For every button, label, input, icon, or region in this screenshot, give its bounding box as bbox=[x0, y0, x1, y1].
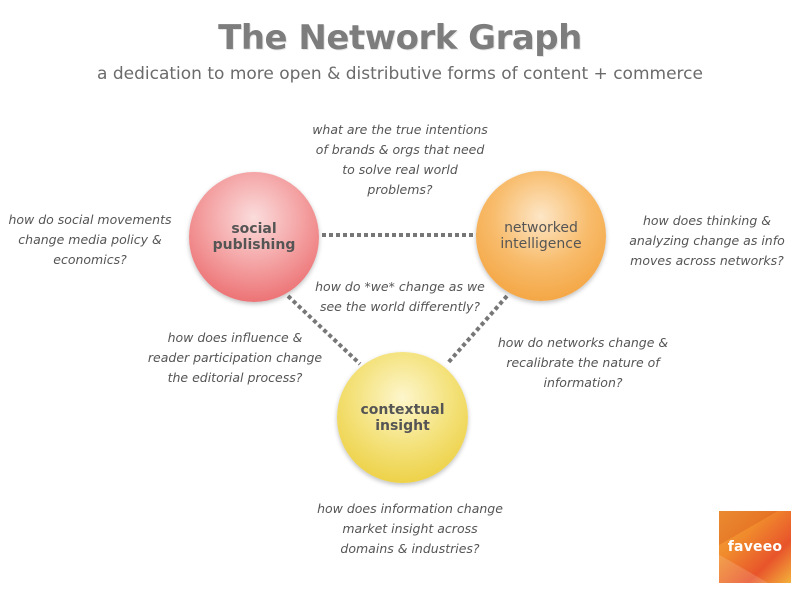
node-social-publishing: social publishing bbox=[189, 172, 319, 302]
question-lower-right: how do networks change & recalibrate the… bbox=[488, 333, 678, 393]
question-line: what are the true intentions bbox=[312, 122, 488, 137]
question-top: what are the true intentions of brands &… bbox=[300, 120, 500, 200]
question-line: how do networks change & bbox=[497, 335, 669, 350]
node-label-line2: intelligence bbox=[500, 236, 582, 252]
question-line: market insight across bbox=[342, 521, 478, 536]
question-line: of brands & orgs that need bbox=[315, 142, 485, 157]
question-line: analyzing change as info bbox=[629, 233, 785, 248]
node-label-line1: networked bbox=[504, 220, 578, 236]
question-line: the editorial process? bbox=[167, 370, 303, 385]
question-line: problems? bbox=[367, 182, 433, 197]
question-line: how does influence & bbox=[167, 330, 303, 345]
question-line: how do *we* change as we bbox=[315, 279, 485, 294]
question-line: see the world differently? bbox=[319, 299, 481, 314]
question-bottom: how does information change market insig… bbox=[300, 499, 520, 559]
node-label: social publishing bbox=[212, 221, 296, 253]
logo-text: faveeo bbox=[727, 539, 783, 555]
question-line: reader participation change bbox=[147, 350, 323, 365]
question-line: recalibrate the nature of bbox=[506, 355, 660, 370]
question-line: domains & industries? bbox=[340, 541, 480, 556]
question-line: economics? bbox=[53, 252, 127, 267]
question-center: how do *we* change as we see the world d… bbox=[300, 277, 500, 317]
faveeo-logo: faveeo bbox=[719, 511, 791, 583]
question-right: how does thinking & analyzing change as … bbox=[622, 211, 792, 271]
question-line: how does thinking & bbox=[642, 213, 772, 228]
question-lower-left: how does influence & reader participatio… bbox=[135, 328, 335, 388]
question-line: how does information change bbox=[317, 501, 503, 516]
page-title: The Network Graph bbox=[218, 18, 582, 58]
node-networked-intelligence: networked intelligence bbox=[476, 171, 606, 301]
node-contextual-insight: contextual insight bbox=[337, 352, 468, 483]
node-label: contextual insight bbox=[360, 401, 445, 434]
question-left: how do social movements change media pol… bbox=[5, 210, 175, 270]
edge-networked-contextual bbox=[445, 294, 509, 366]
page-subtitle: a dedication to more open & distributive… bbox=[97, 64, 703, 84]
edge-social-contextual bbox=[286, 294, 362, 366]
question-line: information? bbox=[543, 375, 623, 390]
question-line: change media policy & bbox=[18, 232, 162, 247]
question-line: how do social movements bbox=[8, 212, 172, 227]
question-line: moves across networks? bbox=[630, 253, 784, 268]
question-line: to solve real world bbox=[342, 162, 458, 177]
